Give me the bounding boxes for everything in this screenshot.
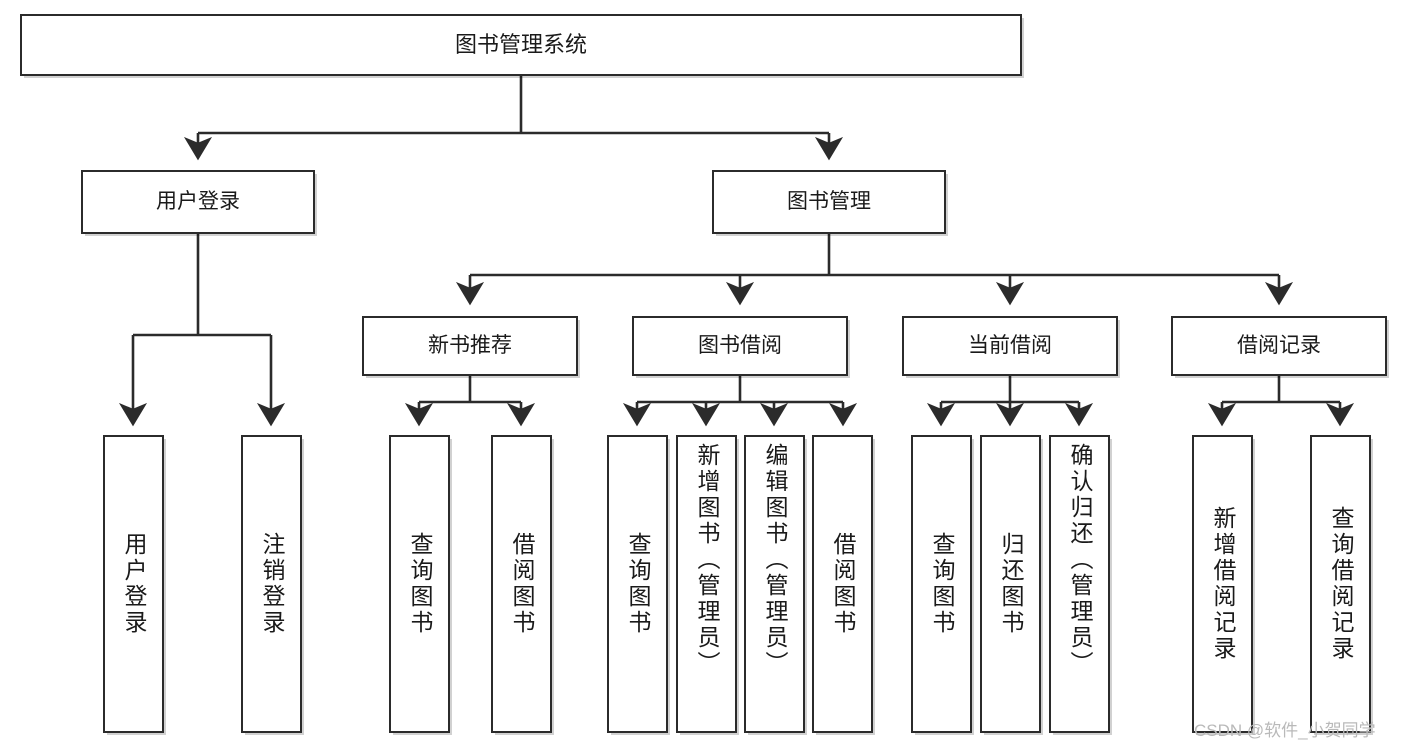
node-leaf-query-book-3[interactable]: 查询图书 (911, 435, 972, 733)
node-leaf-add-record[interactable]: 新增借阅记录 (1192, 435, 1253, 733)
node-current-borrow[interactable]: 当前借阅 (902, 316, 1118, 376)
node-leaf-query-book-1[interactable]: 查询图书 (389, 435, 450, 733)
node-leaf-borrow-book-1-label: 借阅图书 (509, 532, 535, 636)
node-leaf-query-book-1-label: 查询图书 (407, 532, 433, 636)
node-new-book-recommend-label: 新书推荐 (428, 333, 512, 357)
node-leaf-confirm-return-label: 确认归还（管理员） (1067, 443, 1093, 677)
node-leaf-query-book-2-label: 查询图书 (625, 532, 651, 636)
node-leaf-confirm-return[interactable]: 确认归还（管理员） (1049, 435, 1110, 733)
node-borrow-record[interactable]: 借阅记录 (1171, 316, 1387, 376)
node-book-borrow[interactable]: 图书借阅 (632, 316, 848, 376)
node-leaf-borrow-book-1[interactable]: 借阅图书 (491, 435, 552, 733)
node-leaf-return-book[interactable]: 归还图书 (980, 435, 1041, 733)
node-book-management[interactable]: 图书管理 (712, 170, 946, 234)
node-leaf-edit-book[interactable]: 编辑图书（管理员） (744, 435, 805, 733)
node-leaf-borrow-book-2-label: 借阅图书 (830, 532, 856, 636)
node-leaf-query-book-3-label: 查询图书 (929, 532, 955, 636)
node-leaf-logout-login[interactable]: 注销登录 (241, 435, 302, 733)
node-user-login-label: 用户登录 (156, 189, 240, 213)
node-book-management-label: 图书管理 (787, 189, 871, 213)
node-leaf-edit-book-label: 编辑图书（管理员） (762, 443, 788, 677)
node-root-label: 图书管理系统 (454, 32, 587, 58)
node-leaf-query-record[interactable]: 查询借阅记录 (1310, 435, 1371, 733)
node-leaf-add-book-label: 新增图书（管理员） (694, 443, 720, 677)
node-book-borrow-label: 图书借阅 (698, 333, 782, 357)
node-leaf-user-login[interactable]: 用户登录 (103, 435, 164, 733)
node-current-borrow-label: 当前借阅 (968, 333, 1052, 357)
node-leaf-user-login-label: 用户登录 (121, 532, 147, 636)
node-new-book-recommend[interactable]: 新书推荐 (362, 316, 578, 376)
node-leaf-borrow-book-2[interactable]: 借阅图书 (812, 435, 873, 733)
node-leaf-query-record-label: 查询借阅记录 (1328, 506, 1354, 662)
node-leaf-add-record-label: 新增借阅记录 (1210, 506, 1236, 662)
node-leaf-logout-login-label: 注销登录 (259, 532, 285, 636)
node-leaf-add-book[interactable]: 新增图书（管理员） (676, 435, 737, 733)
node-borrow-record-label: 借阅记录 (1237, 333, 1321, 357)
node-user-login[interactable]: 用户登录 (81, 170, 315, 234)
node-root[interactable]: 图书管理系统 (20, 14, 1022, 76)
node-leaf-return-book-label: 归还图书 (998, 532, 1024, 636)
node-leaf-query-book-2[interactable]: 查询图书 (607, 435, 668, 733)
